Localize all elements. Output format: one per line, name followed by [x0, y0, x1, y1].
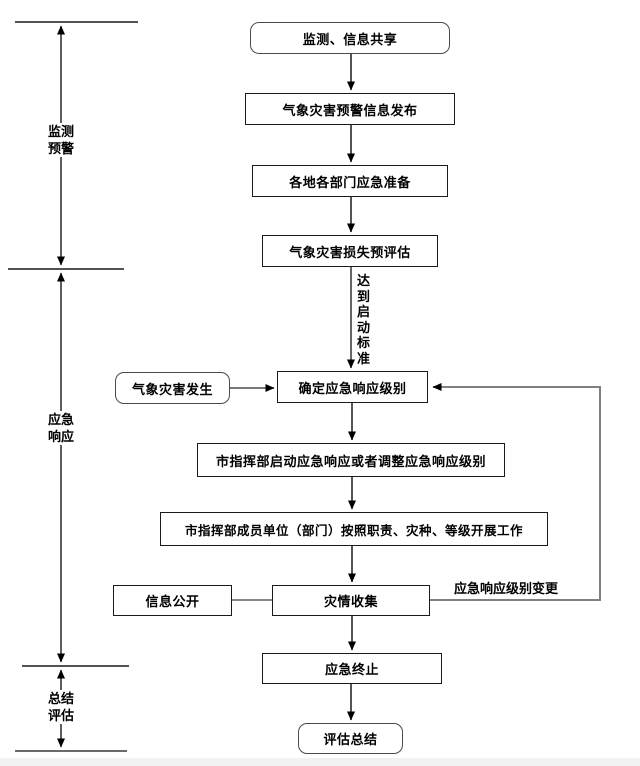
phase-label-line: 应急: [47, 412, 74, 427]
phase-label-line: 预警: [47, 141, 74, 156]
node-disaster-occur: 气象灾害发生: [115, 372, 230, 404]
phase-label-response: 应急 响应: [39, 411, 83, 445]
node-start-response: 市指挥部启动应急响应或者调整应急响应级别: [197, 443, 505, 477]
annotation-activation-note: 达到启动标准: [356, 273, 370, 366]
node-terminate: 应急终止: [262, 653, 442, 684]
node-emergency-prepare: 各地各部门应急准备: [252, 165, 448, 197]
phase-label-monitoring: 监测 预警: [39, 123, 83, 157]
node-info-public: 信息公开: [113, 585, 232, 616]
node-collect-info: 灾情收集: [272, 585, 430, 616]
node-loss-pre-assess: 气象灾害损失预评估: [262, 235, 438, 267]
phase-label-line: 总结: [47, 691, 74, 706]
node-members-work: 市指挥部成员单位（部门）按照职责、灾种、等级开展工作: [160, 512, 548, 546]
phase-label-line: 响应: [47, 429, 74, 444]
node-determine-level: 确定应急响应级别: [277, 371, 428, 403]
node-summary: 评估总结: [298, 723, 403, 754]
annotation-level-change: 应急响应级别变更: [452, 577, 586, 598]
page-bottom-edge: [0, 758, 640, 766]
feedback-connector-level-change: [430, 383, 601, 601]
node-monitor-share: 监测、信息共享: [250, 22, 450, 54]
phase-label-line: 评估: [47, 708, 74, 723]
node-warning-release: 气象灾害预警信息发布: [245, 93, 455, 125]
phase-label-line: 监测: [47, 124, 74, 139]
phase-label-summary: 总结 评估: [39, 690, 83, 724]
